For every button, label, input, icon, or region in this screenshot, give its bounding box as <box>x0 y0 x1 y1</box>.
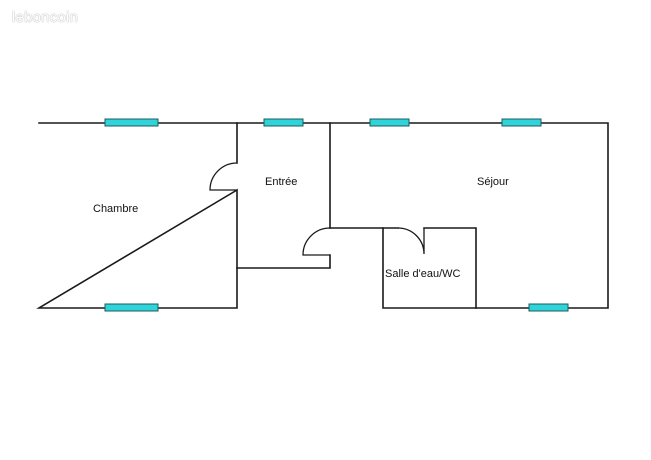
walls <box>36 122 609 309</box>
room-label-sejour: Séjour <box>477 176 509 188</box>
room-label-entree: Entrée <box>265 176 297 188</box>
window-chambre-top <box>104 118 159 127</box>
room-label-salle-eau: Salle d'eau/WC <box>385 268 461 280</box>
wall-entree <box>236 122 331 269</box>
window-entree-top <box>263 118 304 127</box>
wall-sejour <box>329 122 609 309</box>
wall-salle-eau <box>382 227 477 309</box>
door-salle-eau <box>397 227 425 255</box>
window-sejour-top-left <box>369 118 410 127</box>
windows <box>104 118 569 312</box>
window-chambre-bottom <box>104 303 159 312</box>
watermark-logo: leboncoin <box>12 9 79 26</box>
window-sejour-top-right <box>501 118 542 127</box>
door-chambre <box>209 162 238 191</box>
wall-chambre <box>36 122 238 309</box>
doors <box>209 162 425 256</box>
door-entree-sejour <box>302 227 331 256</box>
room-label-chambre: Chambre <box>93 203 138 215</box>
window-sejour-bottom <box>528 303 569 312</box>
